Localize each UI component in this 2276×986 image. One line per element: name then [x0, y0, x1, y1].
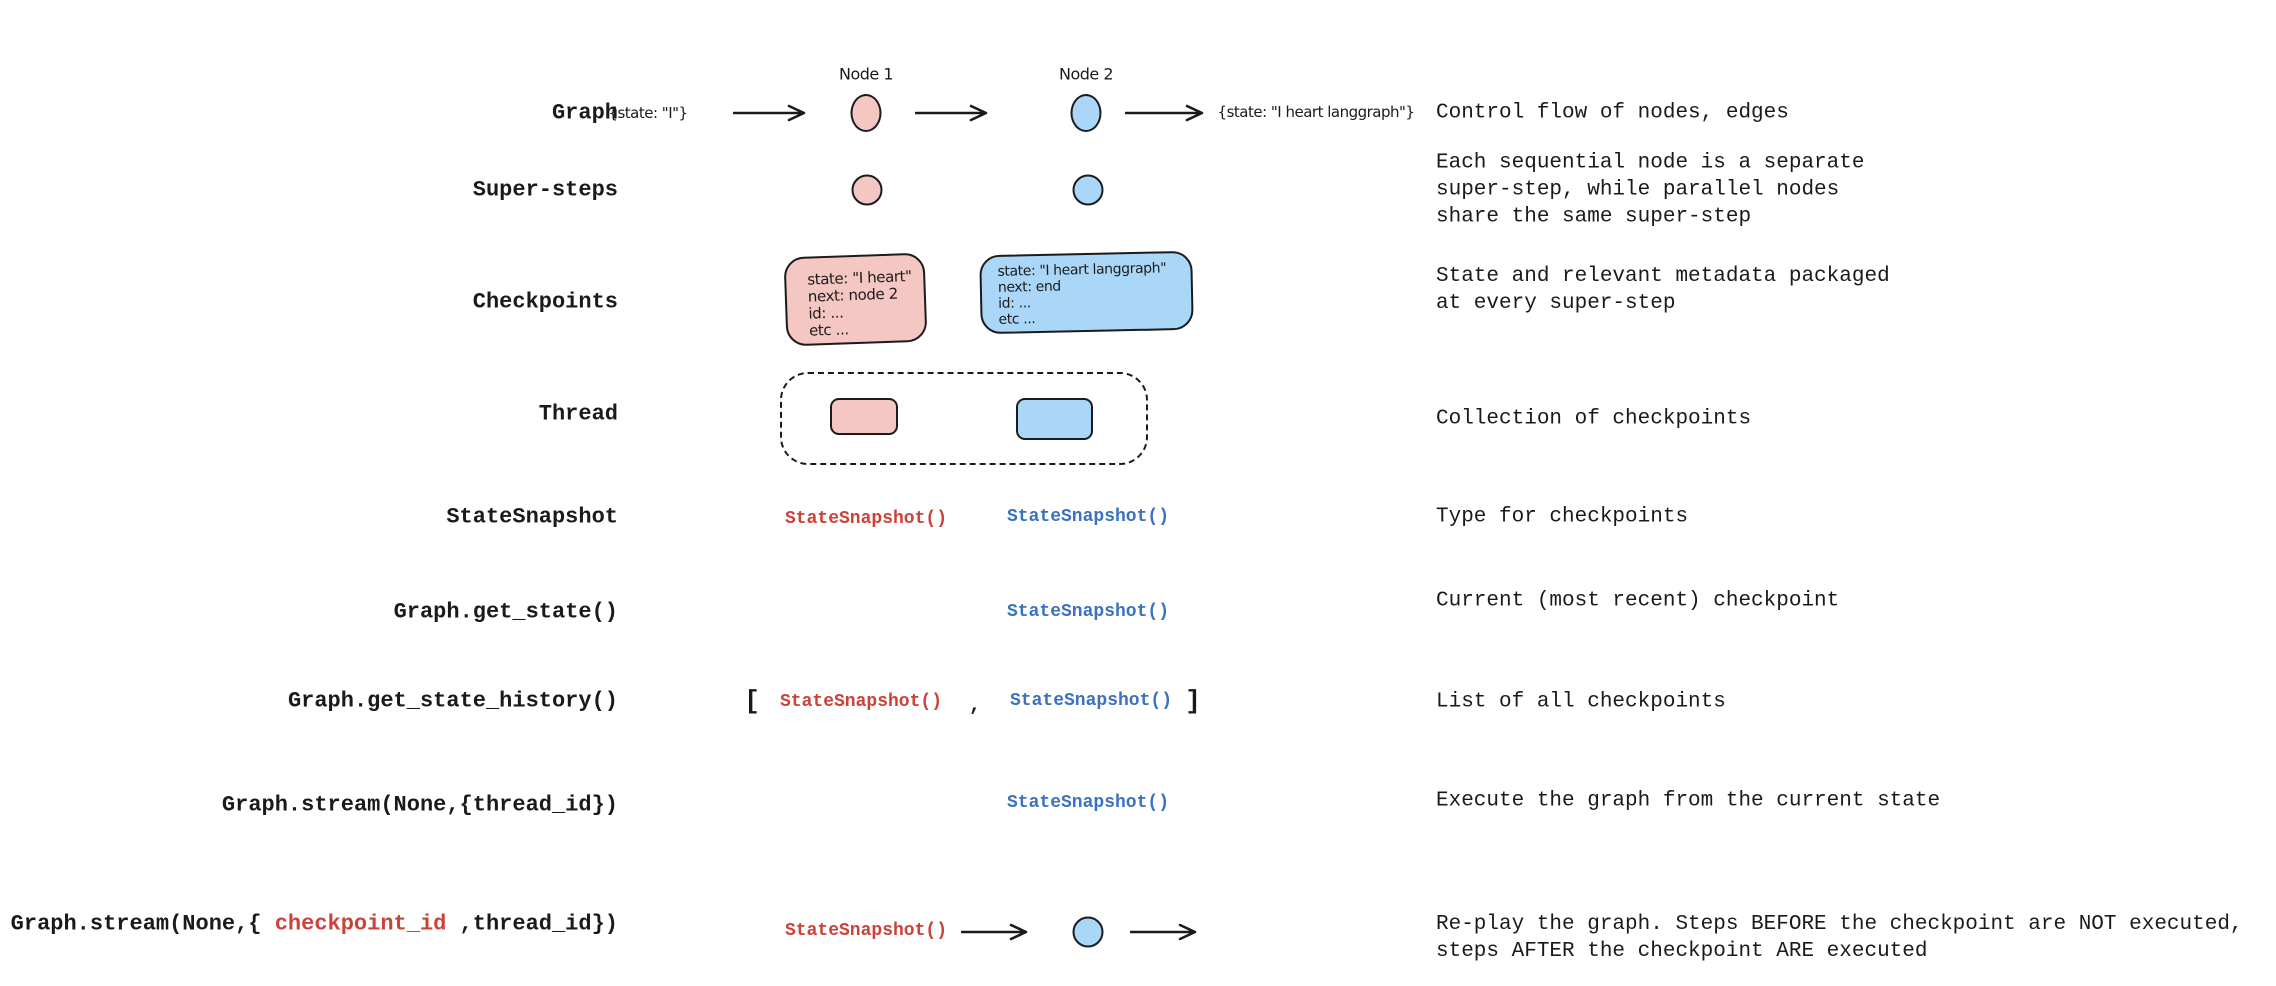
row-label-get-state: Graph.get_state() [393, 599, 618, 625]
node2-circle [1070, 94, 1102, 132]
desc-stream-thread: Execute the graph from the current state [1436, 789, 1941, 813]
desc-stream-checkpoint: Re-play the graph. Steps BEFORE the chec… [1436, 913, 2243, 963]
stream-snapshot-call: StateSnapshot() [1006, 793, 1170, 813]
desc-checkpoints: State and relevant metadata packaged at … [1436, 265, 1890, 315]
list-separator: , [968, 694, 982, 718]
thread-checkpoint-blue-chip [1016, 398, 1093, 440]
row-label-stream-checkpoint-post: ,thread_id}) [446, 911, 618, 937]
row-label-super-steps: Super-steps [472, 177, 618, 203]
replay-snapshot-red-call: StateSnapshot() [784, 921, 948, 941]
row-label-graph: Graph [551, 100, 618, 126]
graph-input-state-text: {state: "I"} [608, 104, 688, 122]
list-open-bracket: [ [744, 686, 760, 716]
statesnapshot-red-call: StateSnapshot() [784, 509, 948, 529]
arrow-right-icon [1124, 102, 1207, 124]
desc-get-state: Current (most recent) checkpoint [1436, 589, 1840, 613]
desc-graph: Control flow of nodes, edges [1436, 101, 1789, 125]
row-label-stream-checkpoint: Graph.stream(None,{ checkpoint_id ,threa… [11, 912, 618, 937]
row-label-statesnapshot: StateSnapshot [446, 504, 618, 530]
get-state-snapshot-call: StateSnapshot() [1006, 602, 1170, 622]
arrow-right-icon [732, 102, 809, 124]
graph-output-state-text: {state: "I heart langgraph"} [1217, 103, 1415, 121]
checkpoint-pink-box: state: "I heart" next: node 2 id: ... et… [783, 252, 928, 347]
arrow-right-icon [960, 921, 1031, 943]
row-label-stream-checkpoint-pre: Graph.stream(None,{ [10, 911, 275, 937]
checkpoint-id-highlight: checkpoint_id [274, 911, 447, 937]
row-label-get-state-history: Graph.get_state_history() [287, 688, 618, 714]
history-snapshot-blue-call: StateSnapshot() [1009, 691, 1173, 711]
desc-get-state-history: List of all checkpoints [1436, 690, 1726, 714]
row-label-thread: Thread [538, 401, 618, 427]
checkpoint-blue-box: state: "I heart langgraph" next: end id:… [979, 250, 1194, 335]
arrow-right-icon [914, 102, 991, 124]
row-label-checkpoints: Checkpoints [472, 289, 618, 315]
super-step-node2-circle [1072, 174, 1104, 206]
history-snapshot-red-call: StateSnapshot() [779, 692, 943, 712]
desc-statesnapshot: Type for checkpoints [1436, 505, 1689, 529]
statesnapshot-blue-call: StateSnapshot() [1006, 507, 1170, 527]
row-label-stream-thread: Graph.stream(None,{thread_id}) [221, 792, 618, 818]
thread-checkpoint-pink-chip [830, 398, 898, 435]
node2-label: Node 2 [1058, 64, 1114, 84]
arrow-right-icon [1129, 921, 1200, 943]
thread-dashed-box [780, 372, 1148, 465]
node1-label: Node 1 [838, 64, 894, 84]
node1-circle [850, 94, 882, 132]
super-step-node1-circle [851, 174, 883, 206]
desc-thread: Collection of checkpoints [1436, 407, 1752, 431]
desc-super-steps: Each sequential node is a separate super… [1436, 151, 1865, 229]
replay-node-circle [1072, 916, 1104, 948]
list-close-bracket: ] [1185, 686, 1201, 716]
